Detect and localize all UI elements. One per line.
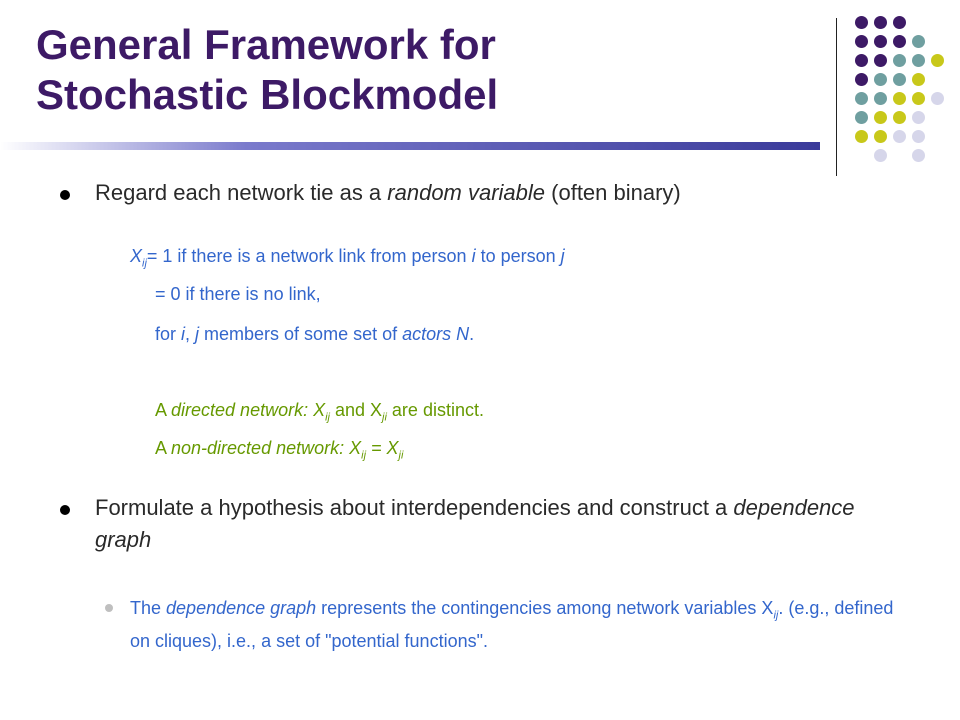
bullet-icon (60, 190, 70, 200)
var-j-2: j (195, 324, 200, 344)
title-underline (0, 142, 820, 150)
decorative-dot (912, 111, 925, 124)
def-line3-a: for (155, 324, 182, 344)
a-label-1: A (155, 400, 172, 420)
decorative-dot (893, 16, 906, 29)
sub-bullet-text: The dependence graph represents the cont… (130, 596, 910, 654)
def-period: . (469, 324, 475, 344)
slide-title: General Framework for Stochastic Blockmo… (36, 20, 796, 120)
sub-bullet-italic: dependence graph (166, 598, 317, 618)
bullet-1-pre: Regard each network tie as a (95, 180, 388, 205)
decorative-dot (893, 35, 906, 48)
decorative-dot (855, 111, 868, 124)
sub-ij-4: ij (773, 609, 779, 622)
bullet-icon-2 (60, 505, 70, 515)
decorative-dot (855, 130, 868, 143)
decorative-dot (874, 16, 887, 29)
decorative-dot (874, 149, 887, 162)
sub-ji-2: ji (398, 449, 404, 462)
decorative-dot (855, 73, 868, 86)
sub-bullet-b: represents the contingencies among netwo… (316, 598, 774, 618)
definition-line-2: = 0 if there is no link, (155, 284, 321, 304)
and-xji: and X (329, 400, 383, 420)
var-i-2: i (181, 324, 186, 344)
decorative-dot (912, 130, 925, 143)
directed-italic: directed network: X (171, 400, 326, 420)
def-line3-c: members of some set of (199, 324, 403, 344)
sub-bullet-a: The (130, 598, 167, 618)
bullet-1-text: Regard each network tie as a random vari… (95, 178, 895, 208)
def-line1-a: = 1 if there is a network link from pers… (146, 246, 472, 266)
var-j: j (560, 246, 565, 266)
sub-ij: ij (142, 257, 147, 270)
decorative-dot (912, 73, 925, 86)
title-line-1: General Framework for (36, 21, 496, 68)
decorative-dot (874, 54, 887, 67)
decorative-dot (912, 149, 925, 162)
decorative-dot (874, 35, 887, 48)
decorative-dot (931, 54, 944, 67)
bullet-1-italic: random variable (387, 180, 546, 205)
actors-n: actors N (402, 324, 470, 344)
decorative-dot (855, 35, 868, 48)
var-x: X (130, 246, 143, 266)
decorative-dot (874, 111, 887, 124)
definition-line-1: Xij= 1 if there is a network link from p… (130, 244, 565, 276)
sub-bullet-icon (105, 604, 113, 612)
decorative-dot (893, 54, 906, 67)
sub-ij-3: ij (361, 449, 367, 462)
bullet-1-post: (often binary) (545, 180, 681, 205)
equals-x: = X (366, 438, 399, 458)
bullet-2-text: Formulate a hypothesis about interdepend… (95, 492, 855, 556)
decorative-dot (893, 73, 906, 86)
title-line-2: Stochastic Blockmodel (36, 71, 499, 118)
decorative-dot (912, 35, 925, 48)
decorative-dot (931, 92, 944, 105)
sub-ij-2: ij (325, 411, 330, 424)
directed-network-line: A directed network: Xij and Xji are dist… (155, 398, 484, 430)
def-line1-b: to person (475, 246, 561, 266)
decorative-dot (874, 73, 887, 86)
var-i: i (471, 246, 476, 266)
decorative-dot (893, 92, 906, 105)
decorative-dot (855, 92, 868, 105)
a-label-2: A (155, 438, 172, 458)
directed-rest: are distinct. (386, 400, 484, 420)
sub-ji: ji (382, 411, 387, 424)
decorative-dot (874, 130, 887, 143)
sub-bullet-c: . (e.g., defined on cliques), i.e., a se… (130, 598, 894, 651)
nondirected-italic: non-directed network: X (171, 438, 362, 458)
decorative-dot (874, 92, 887, 105)
decorative-dot (912, 92, 925, 105)
bullet-2-italic: dependence graph (95, 495, 855, 552)
definition-line-3: for i, j members of some set of actors N… (155, 322, 474, 346)
bullet-2-pre: Formulate a hypothesis about interdepend… (95, 495, 734, 520)
decorative-dot (912, 54, 925, 67)
def-line3-b: , (185, 324, 196, 344)
vertical-divider (836, 18, 837, 176)
decorative-dot (855, 16, 868, 29)
decorative-dot (893, 111, 906, 124)
non-directed-network-line: A non-directed network: Xij = Xji (155, 436, 403, 468)
decorative-dot (893, 130, 906, 143)
decorative-dot (855, 54, 868, 67)
